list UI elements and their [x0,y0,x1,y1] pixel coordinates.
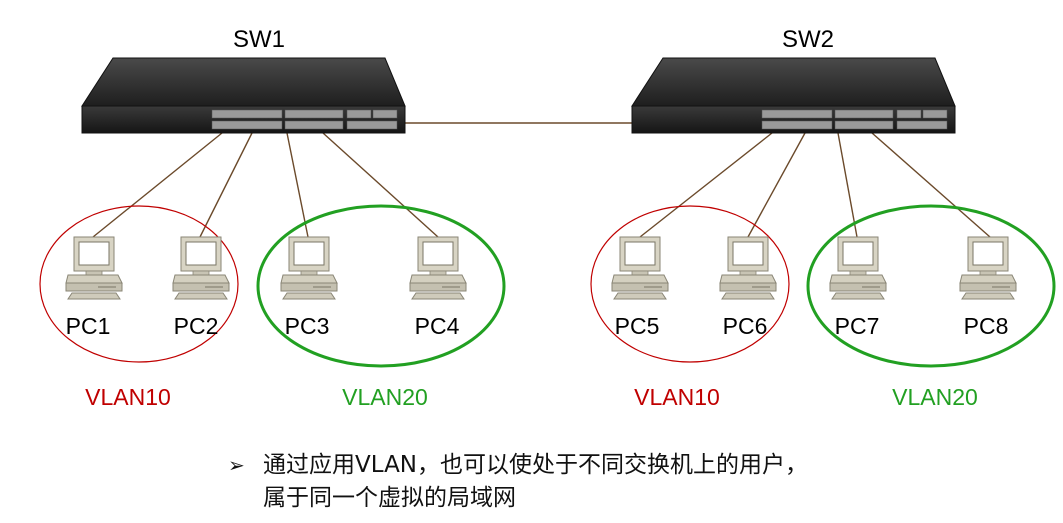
pc2-label: PC2 [174,313,219,339]
vlan10-label-sw2: VLAN10 [634,384,720,410]
pc8-icon [959,236,1017,300]
cable-pc5 [639,132,773,238]
sw2-label: SW2 [782,26,834,53]
vlan20-group-sw2 [806,204,1056,368]
vlan20-label-sw1: VLAN20 [342,384,428,410]
vlan10-group-sw1 [39,205,239,363]
vlan10-label-sw1: VLAN10 [85,384,171,410]
cable-pc8 [871,132,991,238]
vlan20-group-sw1 [256,204,506,368]
pc5-label: PC5 [615,313,660,339]
caption-line-1: 通过应用VLAN，也可以使处于不同交换机上的用户， [263,452,809,478]
caption: ➢ 通过应用VLAN，也可以使处于不同交换机上的用户， 属于同一个虚拟的局域网 [228,449,1028,515]
bullet-arrow-icon: ➢ [228,453,245,477]
pc4-icon [409,236,467,300]
cable-pc6 [747,132,806,238]
sw1-label: SW1 [233,26,285,53]
cable-pc1 [92,132,223,238]
sw1-ports [211,109,398,130]
pc6-label: PC6 [723,313,768,339]
cable-pc4 [322,132,439,238]
cable-pc7 [837,132,858,238]
sw2-ports [761,109,948,130]
switch-sw2 [631,57,956,134]
cable-pc3 [286,132,309,238]
pc3-label: PC3 [285,313,330,339]
pc5-icon [611,236,669,300]
pc1-label: PC1 [66,313,111,339]
switch-sw1 [81,57,406,134]
cables [92,122,991,238]
pc7-icon [829,236,887,300]
pc6-icon [719,236,777,300]
vlan10-group-sw2 [590,205,790,363]
pc2-icon [172,236,230,300]
caption-line-2: 属于同一个虚拟的局域网 [263,485,516,511]
pc3-icon [280,236,338,300]
pc4-label: PC4 [415,313,460,339]
cable-pc2 [199,132,253,238]
pc8-label: PC8 [964,313,1009,339]
vlan20-label-sw2: VLAN20 [892,384,978,410]
pc1-icon [65,236,123,300]
pc7-label: PC7 [835,313,880,339]
